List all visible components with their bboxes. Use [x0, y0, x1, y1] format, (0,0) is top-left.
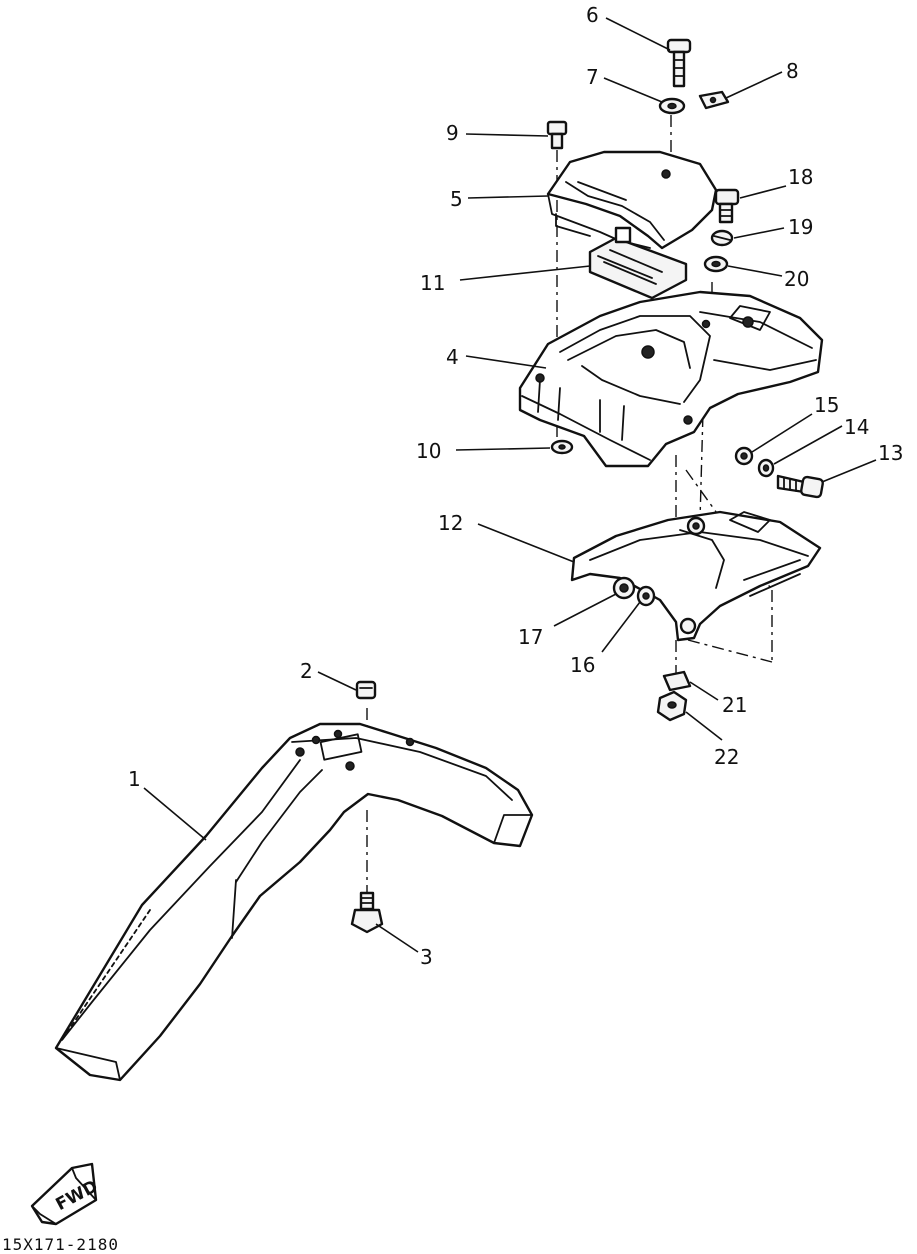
- callout-18: 18: [788, 165, 813, 189]
- callout-7: 7: [586, 65, 599, 89]
- callout-1: 1: [128, 767, 141, 791]
- hardware: [546, 38, 824, 722]
- callout-17: 17: [518, 625, 543, 649]
- drawing-code: 15X171-2180: [2, 1235, 119, 1254]
- callout-15: 15: [814, 393, 839, 417]
- callout-12: 12: [438, 511, 463, 535]
- fwd-direction-badge: FWD: [30, 1162, 101, 1226]
- bolt-2: [355, 680, 377, 700]
- callout-14: 14: [844, 415, 869, 439]
- callout-labels: 1 2 3 4 5 6 7 8 9 10 11 12 13 14 15 16 1…: [128, 3, 903, 969]
- collar-17: [612, 576, 636, 600]
- callout-22: 22: [714, 745, 739, 769]
- callout-16: 16: [570, 653, 595, 677]
- bolt-3: [350, 891, 384, 934]
- callout-20: 20: [784, 267, 809, 291]
- screw-6: [666, 38, 692, 88]
- washer-20: [703, 255, 729, 273]
- washer-10: [550, 439, 574, 455]
- front-fender: [54, 722, 534, 1082]
- upper-cover-5: [546, 150, 718, 250]
- callout-11: 11: [420, 271, 445, 295]
- callout-19: 19: [788, 215, 813, 239]
- leader-lines: [143, 17, 877, 953]
- nut-19: [710, 229, 734, 247]
- plate-21: [662, 670, 692, 692]
- callout-6: 6: [586, 3, 599, 27]
- washer-7: [658, 97, 686, 115]
- callout-2: 2: [300, 659, 313, 683]
- nut-15: [734, 446, 754, 466]
- collar-16: [636, 585, 656, 607]
- pad-11: [588, 226, 688, 300]
- bolt-18: [714, 188, 740, 224]
- bolt-9: [546, 120, 568, 150]
- callout-9: 9: [446, 121, 459, 145]
- nut-22: [656, 690, 688, 722]
- callout-13: 13: [878, 441, 903, 465]
- callout-8: 8: [786, 59, 799, 83]
- bolt-13: [776, 474, 824, 499]
- washer-14: [757, 458, 775, 478]
- callout-21: 21: [722, 693, 747, 717]
- callout-4: 4: [446, 345, 459, 369]
- callout-5: 5: [450, 187, 463, 211]
- clip-8: [698, 90, 730, 110]
- callout-10: 10: [416, 439, 441, 463]
- callout-3: 3: [420, 945, 433, 969]
- rear-fender-4: [518, 290, 824, 468]
- bracket-12: [570, 510, 822, 642]
